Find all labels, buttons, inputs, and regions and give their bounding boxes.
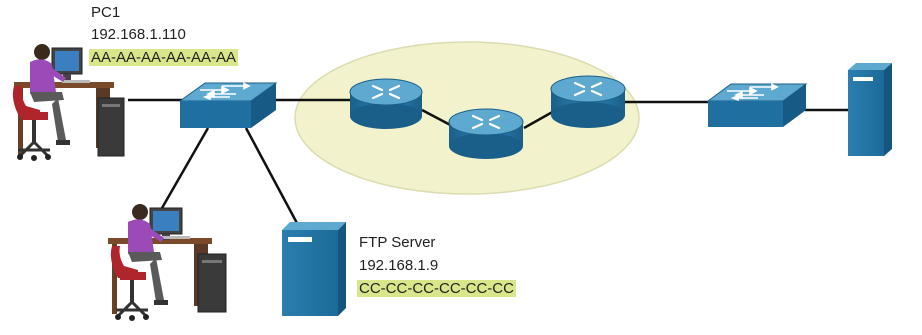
link-switch-pc2 [156,127,210,216]
pc1-ip-label: 192.168.1.110 [91,26,186,43]
pc1-workstation-icon [12,44,125,161]
ftp-server-ip-label: 192.168.1.9 [359,257,439,274]
network-links [128,98,852,226]
link-switch-ftp [244,127,300,226]
link-router2-router3 [523,108,557,130]
ftp-server-icon [282,222,346,316]
pc1-name-label: PC1 [91,4,121,21]
server-icon [848,63,892,156]
switch-icon [706,83,808,127]
ftp-server-name-label: FTP Server [359,234,436,251]
switch-icon [178,82,278,128]
pc1-mac-value: AA-AA-AA-AA-AA-AA [89,49,239,66]
pc2-workstation-icon [108,204,227,321]
pc1-mac-label: AA-AA-AA-AA-AA-AA [89,49,239,67]
router-icon [550,75,626,128]
ftp-server-mac-label: CC-CC-CC-CC-CC-CC [357,280,516,298]
router-icon [448,108,524,159]
ftp-server-mac-value: CC-CC-CC-CC-CC-CC [357,280,516,297]
router-icon [349,78,423,129]
